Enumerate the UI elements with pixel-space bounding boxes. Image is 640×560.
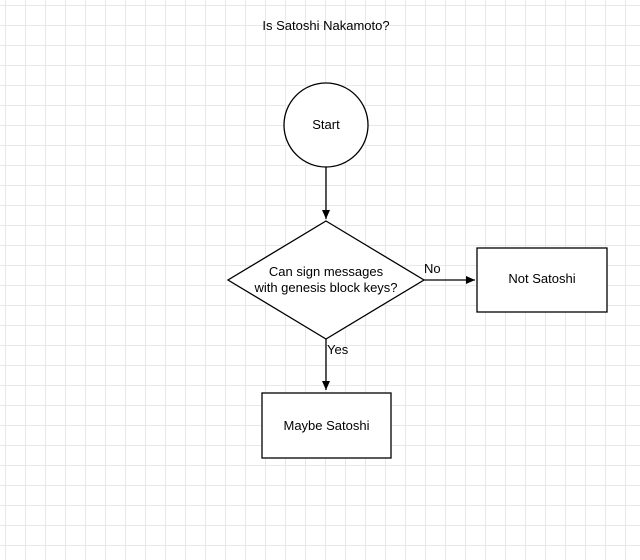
decision-label: Can sign messages with genesis block key… [254,264,398,295]
not-satoshi-node[interactable] [476,247,608,313]
not-satoshi-label: Not Satoshi [508,271,576,286]
edge-label-no: No [424,261,441,276]
maybe-satoshi-label: Maybe Satoshi [283,418,370,433]
diagram-title: Is Satoshi Nakamoto? [262,18,390,33]
edge-label-yes: Yes [327,342,349,357]
maybe-satoshi-node[interactable] [261,392,392,459]
start-label: Start [312,117,340,132]
